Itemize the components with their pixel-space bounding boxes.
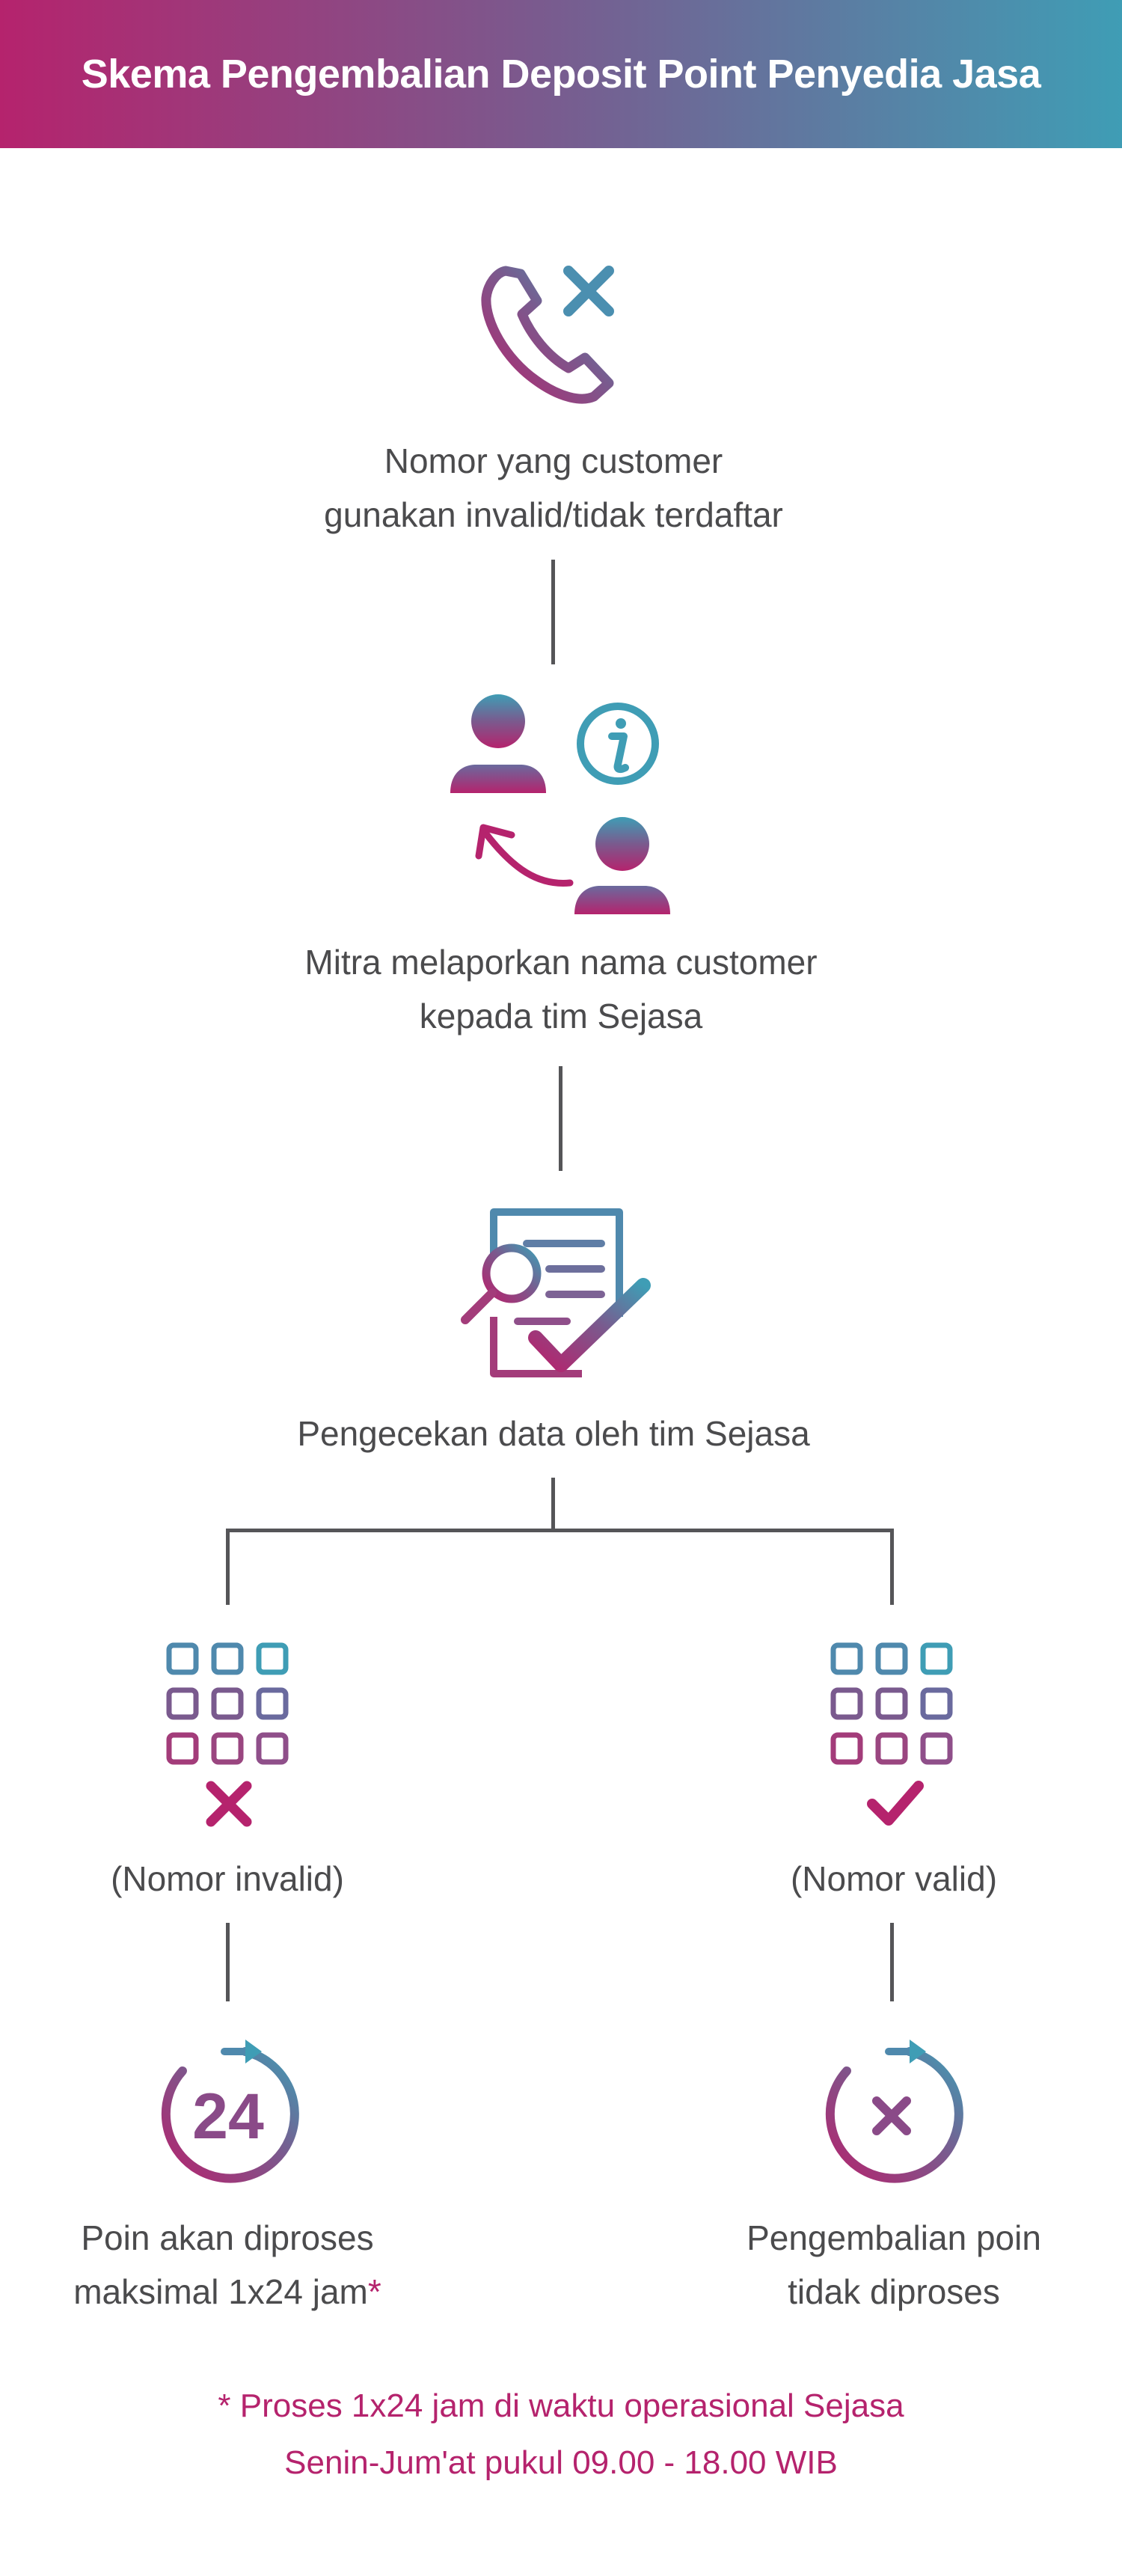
users-info-icon [450,694,670,914]
step2-line2: kepada tim Sejasa [419,997,703,1035]
step1-text: Nomor yang customer gunakan invalid/tida… [0,434,1107,542]
result-right-line1: Pengembalian poin [747,2218,1041,2257]
connector-1 [551,560,555,664]
status-valid: (Nomor valid) [790,1859,998,1898]
step2-text: Mitra melaporkan nama customer kepada ti… [0,935,1122,1043]
connector-left [226,1923,230,2001]
document-search-check-icon [461,1208,651,1377]
result-left: Poin akan diproses maksimal 1x24 jam* [25,2211,429,2319]
keypad-check-icon [830,1642,953,1826]
asterisk: * [367,2272,381,2311]
status-invalid: (Nomor invalid) [111,1859,344,1898]
footnote-line2: Senin-Jum'at pukul 09.00 - 18.00 WIB [284,2444,838,2481]
footnote: * Proses 1x24 jam di waktu operasional S… [0,2378,1122,2491]
timer-24-icon: 24 [161,2040,299,2183]
step3-text: Pengecekan data oleh tim Sejasa [0,1407,1107,1460]
step1-line2: gunakan invalid/tidak terdaftar [324,495,783,534]
timer-24-label: 24 [192,2081,264,2153]
page-title: Skema Pengembalian Deposit Point Penyedi… [81,52,1041,97]
branch-horizontal [226,1529,894,1532]
branch-stem [551,1478,555,1530]
branch-left-down [226,1529,230,1605]
timer-x-icon [825,2040,963,2183]
connector-2 [559,1066,562,1171]
footnote-line1: * Proses 1x24 jam di waktu operasional S… [218,2387,904,2424]
branch-right-down [890,1529,894,1605]
step1-line1: Nomor yang customer [384,441,723,480]
step3-line1: Pengecekan data oleh tim Sejasa [297,1414,810,1453]
header-banner: Skema Pengembalian Deposit Point Penyedi… [0,0,1122,148]
result-right: Pengembalian poin tidak diproses [692,2211,1096,2319]
step2-line1: Mitra melaporkan nama customer [304,943,818,982]
phone-x-icon [481,266,614,404]
result-left-line1: Poin akan diproses [81,2218,374,2257]
connector-right [890,1923,894,2001]
keypad-x-icon [166,1642,289,1827]
result-left-line2: maksimal 1x24 jam* [73,2272,381,2311]
result-right-line2: tidak diproses [788,2272,1000,2311]
